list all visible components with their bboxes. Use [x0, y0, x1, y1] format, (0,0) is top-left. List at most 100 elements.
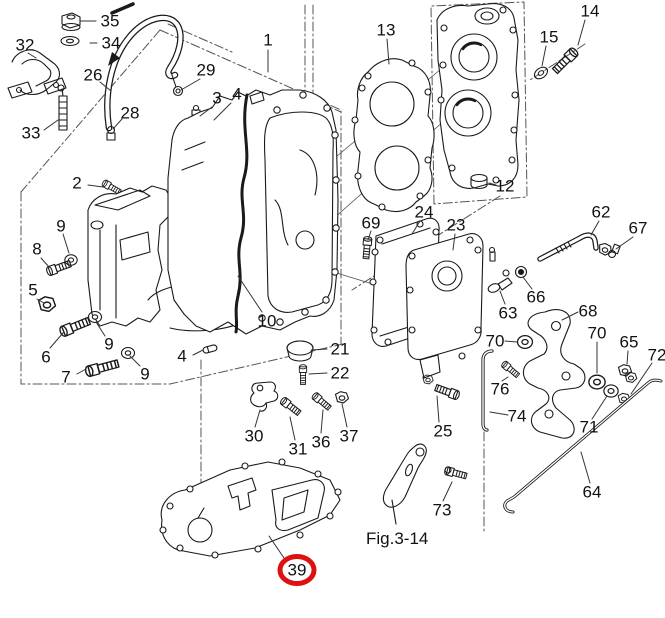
part-12-plug [470, 173, 488, 190]
callout-21: 21 [330, 339, 350, 359]
callout-1: 1 [263, 30, 273, 50]
part-76-screw [500, 359, 521, 379]
part-6-bolt [57, 315, 92, 339]
callout-29: 29 [196, 60, 216, 80]
callout-67: 67 [628, 218, 648, 238]
callout-64: 64 [582, 482, 602, 502]
part-35-nut [61, 12, 81, 32]
figure-caption: Fig.3-14 [366, 529, 429, 548]
callout-3: 3 [212, 88, 222, 108]
cut-part-stub [110, 2, 135, 15]
callout-25: 25 [433, 421, 453, 441]
callout-24: 24 [414, 202, 434, 222]
part-30-bracket [250, 381, 279, 412]
callout-32: 32 [15, 35, 35, 55]
part-73-bolt [443, 465, 468, 481]
callout-15: 15 [539, 27, 559, 47]
callout-2: 2 [72, 173, 82, 193]
part-39-gasket-plate [159, 458, 342, 559]
part-73-lever [382, 443, 427, 525]
callout-22: 22 [330, 363, 350, 383]
callout-7: 7 [61, 367, 71, 387]
part-9-washer [64, 254, 78, 266]
part-14-bolt [550, 45, 581, 76]
callout-14: 14 [580, 1, 600, 21]
callout-76: 76 [490, 379, 510, 399]
highlight-circle [277, 554, 317, 586]
callout-31: 31 [288, 439, 308, 459]
callout-10: 10 [257, 311, 277, 331]
callout-4: 4 [177, 346, 187, 366]
callout-4: 4 [232, 84, 242, 104]
callout-70: 70 [587, 323, 607, 343]
part-74-rod [481, 349, 494, 432]
callout-62: 62 [591, 202, 611, 222]
part-33-stud [58, 88, 68, 131]
callout-69: 69 [361, 213, 381, 233]
part-4-pin [202, 344, 218, 354]
part-9-washer [120, 346, 136, 360]
callout-33: 33 [21, 123, 41, 143]
part-70-washer [588, 374, 606, 390]
callout-66: 66 [526, 287, 546, 307]
callout-6: 6 [41, 347, 51, 367]
part-28-fitting [106, 125, 116, 141]
callout-30: 30 [244, 426, 264, 446]
part-7-bolt [83, 357, 121, 378]
callout-13: 13 [376, 20, 396, 40]
part-66-grommet [514, 265, 528, 279]
callout-9: 9 [140, 364, 150, 384]
leader-lines [27, 19, 653, 559]
callout-72: 72 [647, 345, 665, 365]
part-15-washer [531, 64, 551, 82]
callout-37: 37 [339, 426, 359, 446]
callout-65: 65 [619, 332, 639, 352]
part-67-fitting [596, 241, 621, 259]
callout-35: 35 [100, 11, 120, 31]
part-34-washer [60, 35, 80, 47]
part-22-screw [298, 364, 308, 385]
callout-74: 74 [507, 406, 527, 426]
callout-63: 63 [498, 303, 518, 323]
callout-9: 9 [56, 216, 66, 236]
cylinder-block [167, 89, 340, 335]
part-13-head-gasket [351, 58, 435, 213]
part-64-link-rod [503, 378, 663, 514]
callout-8: 8 [32, 239, 42, 259]
callout-28: 28 [120, 103, 140, 123]
callout-71: 71 [579, 417, 599, 437]
callout-68: 68 [578, 301, 598, 321]
part-26-hose [104, 14, 184, 132]
part-68-bracket [522, 309, 586, 439]
part-23-cover [405, 233, 484, 379]
part-65-nut [617, 364, 633, 377]
part-37-nut [334, 391, 350, 404]
callout-73: 73 [432, 500, 452, 520]
callout-9: 9 [104, 334, 114, 354]
callout-23: 23 [446, 215, 466, 235]
callout-34: 34 [101, 33, 121, 53]
part-71-washer [603, 384, 619, 398]
part-70-washer [516, 335, 534, 349]
part-31-screw [278, 395, 303, 417]
part-25-bolt [433, 382, 462, 401]
flow-arrow-icon [108, 52, 120, 66]
callout-12: 12 [495, 176, 515, 196]
part-62-hose [537, 232, 599, 262]
part-5-plug [37, 296, 57, 313]
part-21-mount [286, 340, 314, 362]
part-65-nut [624, 371, 638, 383]
part-8-bolt [44, 258, 73, 277]
part-63-elbow [487, 246, 513, 293]
callout-26: 26 [83, 65, 103, 85]
part-29-grommet [170, 71, 184, 97]
callout-39: 39 [287, 560, 307, 580]
part-36-screw [310, 391, 333, 412]
callout-5: 5 [28, 280, 38, 300]
part-32-clamp [7, 49, 67, 99]
part-69-bolt [361, 235, 373, 260]
cylinder-head [436, 3, 520, 189]
callout-36: 36 [311, 432, 331, 452]
